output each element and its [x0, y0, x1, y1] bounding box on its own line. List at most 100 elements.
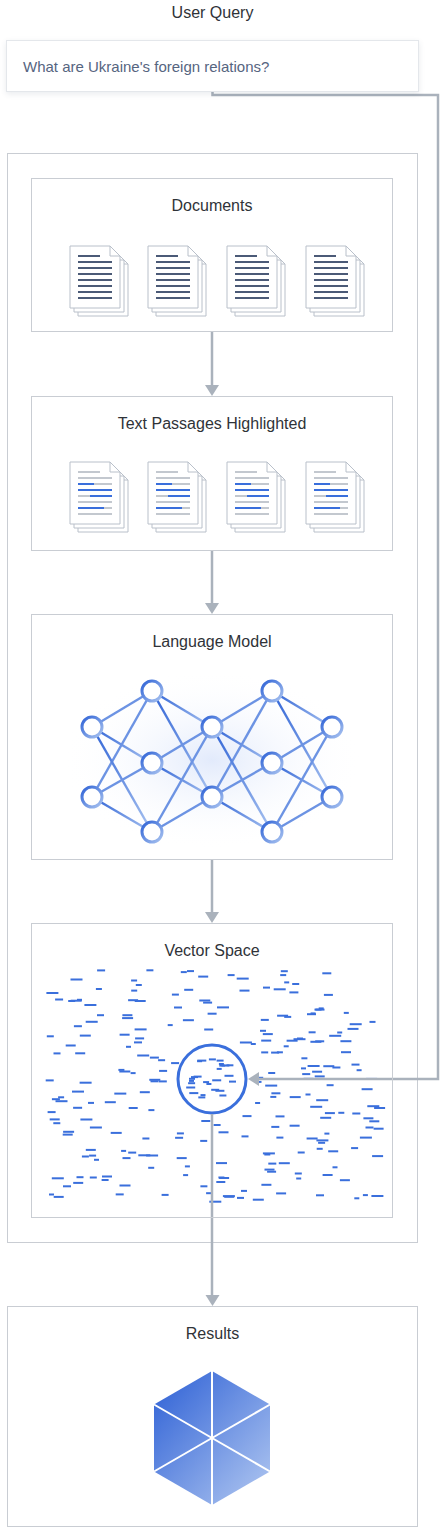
arrowhead	[248, 1072, 259, 1086]
vector-point	[149, 1079, 160, 1081]
vector-point	[148, 1167, 154, 1169]
vector-point	[317, 1148, 323, 1150]
network-glow	[62, 670, 362, 850]
vector-point	[198, 1096, 205, 1098]
vector-point	[268, 1163, 276, 1165]
network-link	[212, 727, 272, 832]
vector-point	[216, 1181, 225, 1183]
vector-point	[301, 1067, 306, 1069]
query-neighborhood	[178, 1045, 246, 1113]
stage-box: Documents	[31, 178, 393, 332]
vector-point	[50, 1118, 60, 1120]
hexagon-facet	[212, 1405, 270, 1439]
vector-point	[135, 1037, 144, 1039]
vector-point	[150, 1057, 159, 1059]
connector-arrow	[205, 332, 219, 396]
vector-point	[97, 969, 105, 971]
vector-point	[84, 1004, 96, 1006]
vector-point	[372, 1155, 383, 1157]
hexagon-facet	[212, 1438, 270, 1472]
vector-point	[242, 1135, 249, 1137]
vector-point	[357, 1069, 362, 1071]
vector-point	[325, 1112, 335, 1114]
vector-point	[135, 1000, 146, 1002]
vector-point	[276, 1137, 283, 1139]
vector-point	[261, 1019, 269, 1021]
vector-point	[302, 1073, 310, 1075]
vector-point	[352, 1064, 360, 1066]
vector-point	[73, 1107, 82, 1109]
vector-point	[265, 1169, 275, 1171]
network-link	[272, 727, 332, 832]
vector-point	[338, 1112, 344, 1114]
network-link	[152, 690, 272, 692]
vector-point	[298, 1152, 305, 1154]
vector-point	[146, 1155, 158, 1157]
vector-point	[354, 1197, 359, 1199]
vector-point	[228, 974, 235, 976]
arrowhead	[205, 912, 219, 923]
box-title: Documents	[32, 196, 392, 216]
vector-point	[66, 1045, 76, 1047]
vector-point	[315, 1075, 325, 1077]
vector-point	[295, 1173, 302, 1175]
vector-point	[116, 1193, 124, 1195]
vector-point	[120, 1034, 130, 1036]
query-text: What are Ukraine's foreign relations?	[23, 57, 368, 76]
vector-point	[137, 1055, 149, 1057]
vector-point	[323, 1065, 334, 1067]
vector-point	[102, 1176, 112, 1178]
hexagon-facet	[154, 1438, 212, 1472]
vector-point	[114, 1093, 126, 1095]
network-unit	[262, 681, 282, 701]
vector-point	[241, 1190, 247, 1192]
vector-point	[158, 1059, 165, 1061]
vector-point	[203, 1081, 209, 1083]
vector-point	[341, 1051, 351, 1053]
vector-point	[294, 1038, 306, 1040]
vector-point	[212, 1079, 221, 1081]
connector-arrow	[213, 92, 439, 1086]
result-box: Results	[7, 1306, 418, 1527]
vector-point	[324, 994, 333, 996]
vector-point	[201, 1120, 210, 1122]
network-unit	[202, 787, 222, 807]
vector-point	[270, 1096, 276, 1098]
vector-point	[297, 1038, 303, 1040]
vector-point	[177, 1157, 187, 1159]
vector-point	[129, 1107, 138, 1109]
network-link	[92, 727, 152, 832]
vector-point	[370, 1021, 376, 1023]
query-heading: User Query	[7, 3, 418, 23]
vector-point	[214, 1124, 221, 1126]
vector-point	[289, 991, 298, 993]
vector-point	[208, 1013, 217, 1015]
connector-line	[211, 860, 214, 912]
vector-point	[237, 1197, 244, 1199]
vector-point	[197, 1060, 206, 1062]
vector-point	[189, 1092, 198, 1094]
network-unit	[142, 681, 162, 701]
vector-point	[191, 1076, 198, 1078]
vector-point	[172, 994, 179, 996]
vector-point	[274, 988, 286, 990]
vector-point	[320, 1117, 331, 1119]
vector-point	[217, 1068, 222, 1070]
network-unit	[82, 717, 102, 737]
vector-point	[308, 1065, 320, 1067]
vector-point	[316, 1099, 328, 1101]
vector-point	[276, 1192, 286, 1194]
hexagon-facet	[154, 1405, 212, 1439]
vector-point	[237, 978, 249, 980]
network-link	[212, 796, 332, 798]
vector-point	[94, 1159, 99, 1161]
vector-point	[340, 1040, 351, 1042]
vector-point	[75, 1052, 85, 1054]
arrowhead	[205, 385, 219, 396]
vector-point	[277, 1051, 283, 1053]
vector-point	[318, 1142, 325, 1144]
vector-point	[122, 1014, 132, 1016]
connector-line	[213, 92, 439, 1079]
vector-point	[174, 1007, 182, 1009]
